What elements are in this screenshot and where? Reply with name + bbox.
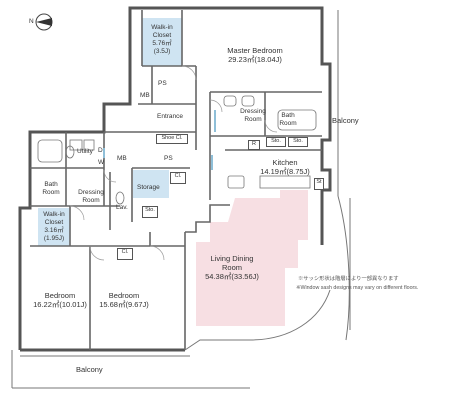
south-balcony — [11, 289, 331, 389]
mb-2-label: MB — [117, 155, 127, 162]
compass-icon — [35, 13, 53, 31]
bedroom-1-area: 16.22㎡(10.01J) — [33, 300, 87, 309]
fixtures — [37, 95, 317, 205]
sto-box-1: Sto. — [266, 137, 286, 147]
w-label: W — [98, 159, 105, 166]
storage-label: Storage — [137, 184, 160, 191]
bath-room-2-line-2: Room — [42, 189, 60, 196]
master-bedroom-area: 29.23㎡(18.04J) — [228, 55, 282, 64]
windows — [103, 110, 216, 170]
dressing-room-2-line-2: Room — [82, 197, 100, 204]
note-jp: ※サッシ形状は階層により一部異なります — [298, 276, 399, 282]
bedroom-1-label: Bedroom 16.22㎡(10.01J) — [30, 291, 90, 309]
ps-1-label: PS — [158, 80, 167, 87]
lav-label: Lav. — [116, 204, 128, 211]
bath-room-2-label: Bath Room — [40, 181, 62, 197]
doors — [69, 65, 278, 261]
walk-in-closet-2-fill — [38, 208, 70, 246]
kitchen-name: Kitchen — [272, 158, 298, 167]
compass-label: N — [29, 18, 34, 25]
walk-in-closet-1-label: Walk-in Closet 5.76㎡ (3.5J) — [144, 24, 180, 56]
r-box: R — [248, 140, 260, 150]
dressing-room-1-label: Dressing Room — [238, 108, 268, 124]
ps-2-label: PS — [164, 155, 173, 162]
master-bedroom-label: Master Bedroom 29.23㎡(18.04J) — [210, 46, 300, 64]
balcony-east-label: Balcony — [332, 116, 359, 125]
walk-in-closet-1-area-jo: (3.5J) — [153, 48, 171, 55]
walk-in-closet-1-name-2: Closet — [152, 32, 172, 39]
living-dining-label: Living Dining Room 54.38㎡(33.56J) — [192, 254, 272, 281]
living-dining-highlight — [196, 190, 308, 326]
living-dining-line-1: Living Dining — [210, 254, 254, 263]
walls — [18, 6, 332, 352]
bedroom-1-name: Bedroom — [44, 291, 76, 300]
closet-box-1: Cl. — [170, 172, 186, 184]
kitchen-area: 14.19㎡(8.75J) — [260, 167, 310, 176]
shoe-closet-box: Shoe Cl. — [156, 134, 188, 144]
walk-in-closet-2-area-sqm: 3.16㎡ — [44, 227, 64, 234]
sto-box-3: Sto. — [142, 206, 158, 218]
d-label: D — [98, 147, 103, 154]
dressing-room-1-line-1: Dressing — [240, 108, 266, 115]
walk-in-closet-2-label: Walk-in Closet 3.16㎡ (1.95J) — [38, 211, 70, 243]
dressing-room-2-line-1: Dressing — [78, 189, 104, 196]
balcony-south-label: Balcony — [76, 365, 103, 374]
utility-label: Utility — [77, 148, 93, 155]
living-dining-line-2: Room — [221, 263, 242, 272]
dressing-room-2-label: Dressing Room — [76, 189, 106, 205]
bedroom-2-name: Bedroom — [108, 291, 140, 300]
bath-room-2-line-1: Bath — [44, 181, 58, 188]
storage-fill — [133, 170, 169, 198]
sto-box-2: Sto. — [288, 137, 308, 147]
walk-in-closet-1-fill — [142, 18, 182, 66]
kitchen-label: Kitchen 14.19㎡(8.75J) — [255, 158, 315, 176]
closet-box-2: Cl. — [117, 248, 133, 260]
bath-room-1-line-2: Room — [279, 120, 297, 127]
st-box: St — [314, 178, 324, 190]
bedroom-2-area: 15.68㎡(9.67J) — [99, 300, 149, 309]
mb-1-label: MB — [140, 92, 150, 99]
walk-in-closet-1-name-1: Walk-in — [151, 24, 173, 31]
dressing-room-1-line-2: Room — [244, 116, 262, 123]
note-en: ※Window sash designs may vary on differe… — [296, 285, 419, 291]
bath-room-1-line-1: Bath — [281, 112, 295, 119]
bedroom-2-label: Bedroom 15.68㎡(9.67J) — [94, 291, 154, 309]
bath-room-1-label: Bath Room — [276, 112, 300, 128]
walk-in-closet-1-area-sqm: 5.76㎡ — [152, 40, 172, 47]
master-bedroom-name: Master Bedroom — [227, 46, 283, 55]
east-balcony — [337, 10, 351, 341]
walk-in-closet-2-area-jo: (1.95J) — [43, 235, 65, 242]
living-dining-area: 54.38㎡(33.56J) — [205, 272, 259, 281]
entrance-label: Entrance — [157, 113, 184, 120]
walk-in-closet-2-name-1: Walk-in — [43, 211, 65, 218]
walk-in-closet-2-name-2: Closet — [44, 219, 64, 226]
interior-walls — [30, 10, 322, 350]
